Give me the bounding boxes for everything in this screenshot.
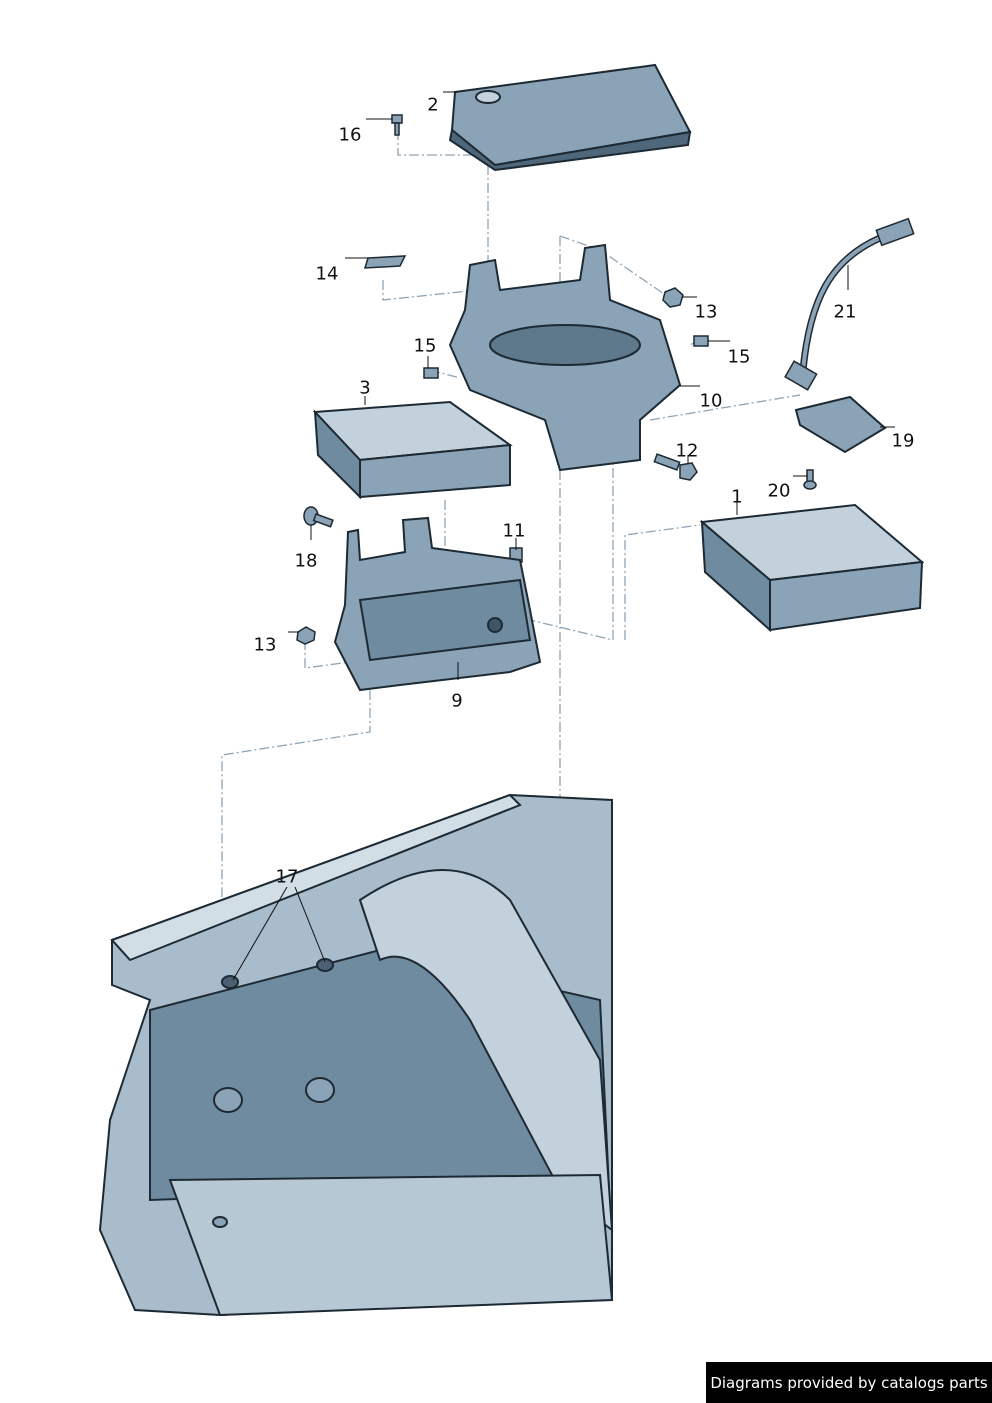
vehicle-body-rear <box>98 793 614 1317</box>
callout-16: 16 <box>338 124 362 146</box>
part-15-clip-right <box>693 335 709 347</box>
callout-14: 14 <box>315 263 339 285</box>
part-15-clip-left <box>423 367 439 379</box>
part-3-module <box>312 400 513 500</box>
part-18-bolt <box>303 506 334 528</box>
part-21-cable <box>784 217 915 391</box>
part-13-nut-top <box>662 287 684 308</box>
callout-1: 1 <box>731 486 743 508</box>
callout-15: 15 <box>413 335 437 357</box>
callout-leader-lines <box>232 91 895 981</box>
callout-12: 12 <box>675 440 699 462</box>
callout-18: 18 <box>294 550 318 572</box>
callout-3: 3 <box>359 377 371 399</box>
footer-credit: Diagrams provided by catalogs parts <box>706 1362 992 1403</box>
callout-10: 10 <box>699 390 723 412</box>
part-14-pad <box>363 255 407 269</box>
callout-19: 19 <box>891 430 915 452</box>
part-12-bolt <box>653 453 698 481</box>
part-2-control-unit <box>448 63 692 172</box>
callout-11: 11 <box>502 520 526 542</box>
callout-15: 15 <box>727 346 751 368</box>
part-1-module <box>699 503 925 633</box>
callout-17: 17 <box>275 866 299 888</box>
part-10-bracket <box>448 243 682 472</box>
callout-13: 13 <box>694 301 718 323</box>
part-19-module <box>794 395 887 454</box>
callout-20: 20 <box>767 480 791 502</box>
part-20-screw <box>803 469 817 490</box>
part-16-screw <box>391 114 403 136</box>
part-13-nut-bottom <box>296 626 316 645</box>
callout-13: 13 <box>253 634 277 656</box>
part-9-carrier <box>333 516 542 692</box>
callout-2: 2 <box>427 94 439 116</box>
callout-9: 9 <box>451 690 463 712</box>
callout-21: 21 <box>833 301 857 323</box>
